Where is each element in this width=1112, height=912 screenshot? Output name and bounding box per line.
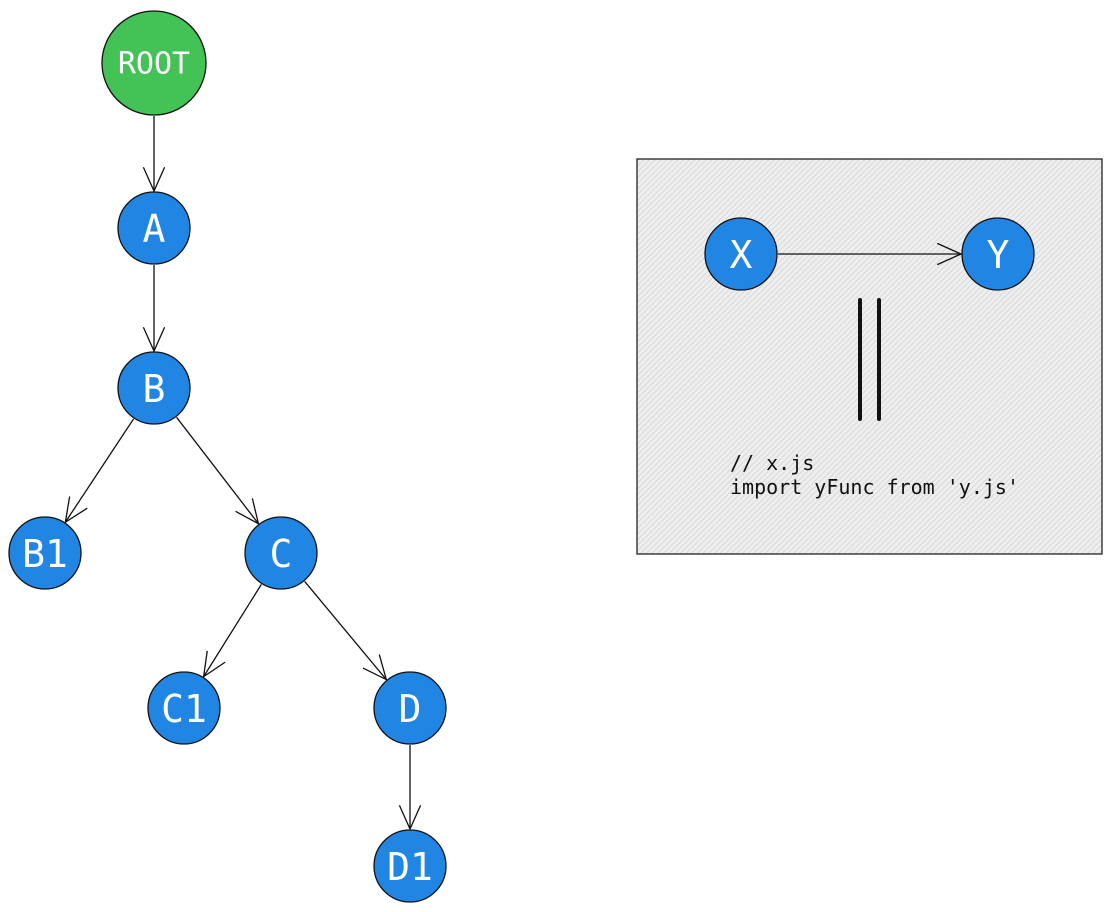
tree-node-label: A [143, 207, 166, 251]
tree-node-label: B [143, 367, 166, 411]
tree-node-circle [117, 191, 191, 265]
tree-node-circle [8, 516, 82, 590]
tree-edge-c-c1 [202, 584, 262, 678]
tree-edges [64, 116, 422, 831]
arrowhead-icon [142, 326, 166, 353]
example-panel-background [636, 158, 1103, 555]
panel-node-y: Y [961, 217, 1035, 291]
tree-node-b: B [117, 351, 191, 425]
edge-line [304, 581, 387, 680]
panel-node-circle [961, 217, 1035, 291]
edge-line [64, 418, 135, 523]
tree-node-circle [147, 671, 221, 745]
tree-edge-b-c [176, 416, 260, 525]
panel-edge-x-y [778, 242, 963, 266]
tree-node-b1: B1 [8, 516, 82, 590]
tree-node-circle [101, 10, 207, 116]
arrowhead-icon [142, 166, 166, 193]
tree-node-circle [373, 671, 447, 745]
tree-edge-root-a [142, 116, 166, 193]
tree-node-label: B1 [22, 532, 68, 576]
tree-edge-d-d1 [398, 745, 422, 831]
arrowhead-icon [235, 498, 260, 525]
tree-edge-c-d [304, 581, 388, 681]
tree-node-c: C [244, 516, 318, 590]
tree-node-c1: C1 [147, 671, 221, 745]
edge-line [203, 584, 262, 677]
tree-node-d1: D1 [373, 829, 447, 903]
arrowhead-icon [362, 654, 388, 681]
tree-nodes: ROOT A B B1 C C1 D D1 [8, 10, 447, 903]
arrowhead-icon [64, 496, 88, 524]
panel-node-label: Y [987, 233, 1010, 277]
tree-node-a: A [117, 191, 191, 265]
code-line-import: import yFunc from 'y.js' [730, 475, 1019, 499]
equivalence-symbol [858, 298, 881, 421]
tree-edge-a-b [142, 265, 166, 353]
tree-node-circle [117, 351, 191, 425]
tree-node-label: D [399, 687, 422, 731]
panel-node-x: X [704, 217, 778, 291]
tree-node-label: ROOT [118, 47, 190, 82]
edge-line [176, 416, 259, 525]
arrowhead-icon [398, 804, 422, 831]
tree-node-circle [244, 516, 318, 590]
tree-node-root: ROOT [101, 10, 207, 116]
panel-edges [778, 242, 963, 266]
arrowhead-icon [936, 242, 963, 266]
tree-node-label: C [270, 532, 293, 576]
tree-node-d: D [373, 671, 447, 745]
tree-node-label: C1 [161, 687, 207, 731]
code-line-comment: // x.js [730, 451, 814, 475]
tree-edge-b-b1 [64, 418, 135, 524]
tree-node-label: D1 [387, 845, 433, 889]
panel-node-circle [704, 217, 778, 291]
tree-node-circle [373, 829, 447, 903]
panel-node-label: X [730, 233, 753, 277]
arrowhead-icon [202, 650, 226, 678]
